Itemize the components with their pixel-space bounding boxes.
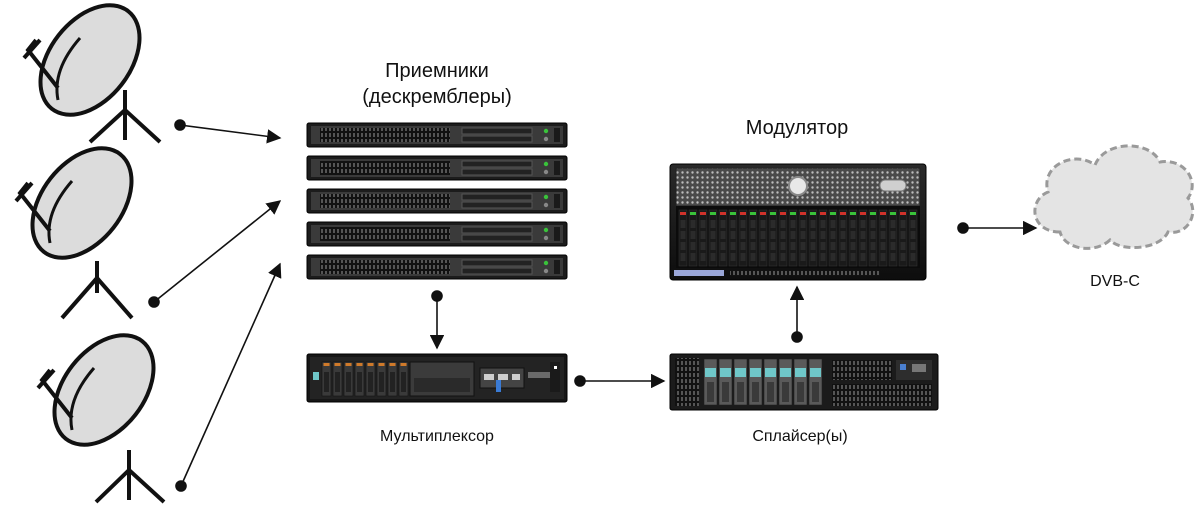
network-label: DVB-C (1090, 273, 1140, 290)
rack-server-icon (306, 188, 568, 214)
multiplexer-icon (306, 353, 568, 403)
connectors (148, 119, 1038, 492)
receivers-label-line1: Приемники (385, 60, 489, 82)
rack-server-icon (306, 254, 568, 280)
receivers-stack (306, 122, 568, 280)
receivers-label-line2: (дескремблеры) (362, 86, 512, 108)
connector-arrow (180, 262, 282, 487)
modulator-label: Модулятор (745, 117, 849, 139)
satellite-dish-icon (36, 333, 166, 504)
modulator-icon (669, 163, 927, 281)
connector-arrow (179, 124, 282, 144)
cloud-icon (1033, 144, 1195, 250)
rack-server-icon (306, 122, 568, 148)
splicers-label: Сплайсер(ы) (752, 428, 848, 445)
rack-server-icon (306, 155, 568, 181)
splicer-icon (669, 353, 939, 411)
rack-server-icon (306, 221, 568, 247)
satellite-dish-icon (22, 3, 162, 144)
multiplexer-label: Мультиплексор (380, 428, 494, 445)
satellite-dish-icon (14, 146, 134, 320)
receivers-label: Приемники (дескремблеры) (312, 58, 562, 110)
connector-arrow (153, 200, 282, 303)
